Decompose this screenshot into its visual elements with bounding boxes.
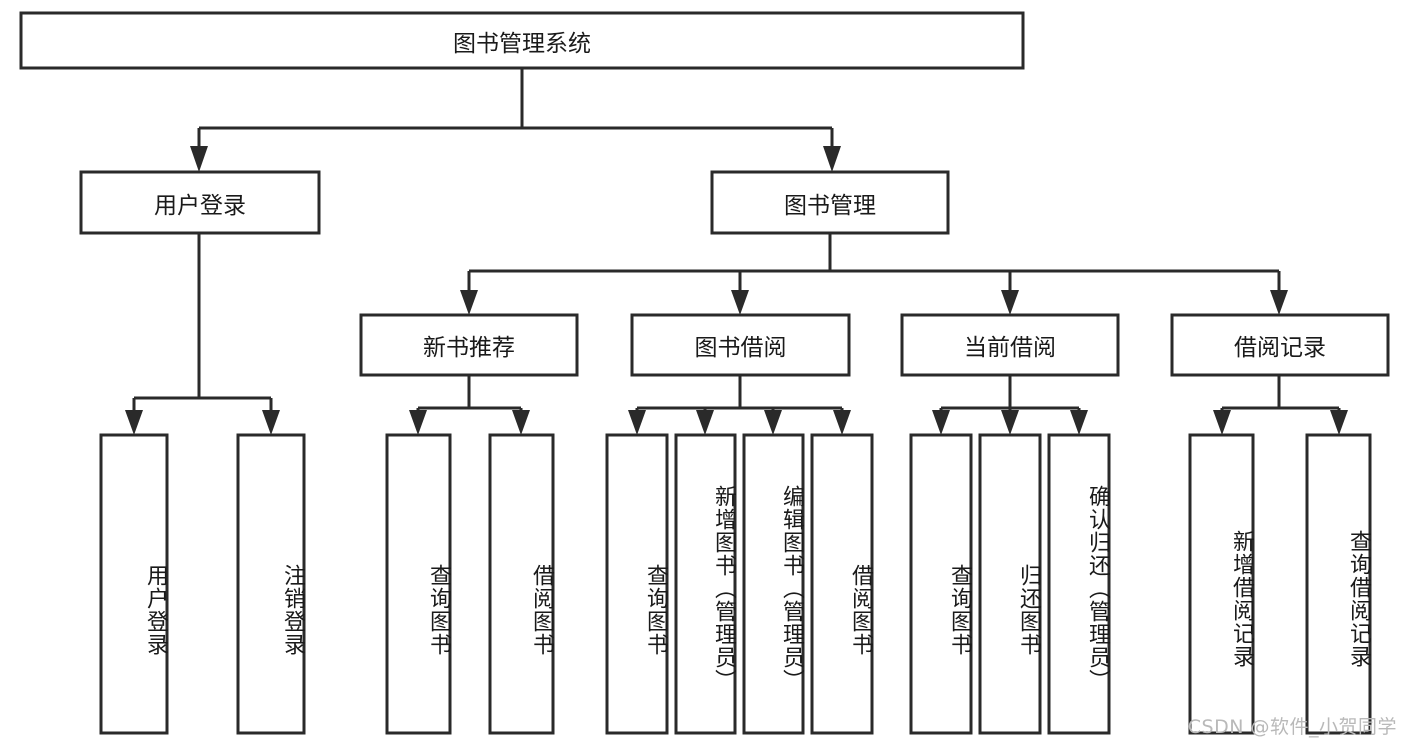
arrow-to-leaf-logout (262, 410, 280, 435)
leaf-box-user-login[interactable] (99, 433, 169, 735)
arrow-to-book-borrow (731, 290, 749, 315)
edge-book-manage-to-bus (467, 233, 1281, 292)
arrow-bb-leaf-2 (696, 410, 714, 435)
node-root-box[interactable] (19, 11, 1025, 70)
leaf-box-logout[interactable] (236, 433, 306, 735)
arrow-br-leaf-2 (1330, 410, 1348, 435)
edge-user-login-to-bus (132, 233, 273, 412)
edge-new-book-to-bus (416, 375, 523, 412)
leaf-box-bb-edit[interactable] (742, 433, 805, 735)
leaf-box-bb-add[interactable] (674, 433, 737, 735)
arrow-bb-leaf-4 (833, 410, 851, 435)
arrow-cb-leaf-2 (1001, 410, 1019, 435)
node-book-borrow-box[interactable] (630, 313, 851, 377)
csdn-watermark: CSDN @软件_小贺同学 (1187, 716, 1397, 738)
node-borrow-record-box[interactable] (1170, 313, 1390, 377)
node-book-manage-box[interactable] (710, 170, 950, 235)
leaf-box-cb-return[interactable] (978, 433, 1042, 735)
arrow-bb-leaf-3 (764, 410, 782, 435)
arrow-to-book-manage (823, 146, 841, 172)
edge-root-to-bus (197, 68, 834, 148)
arrow-to-leaf-user-login (125, 410, 143, 435)
edge-current-borrow-to-bus (939, 375, 1081, 412)
arrow-nb-leaf-1 (409, 410, 427, 435)
leaf-box-nb-borrow[interactable] (488, 433, 555, 735)
arrow-to-current-borrow (1001, 290, 1019, 315)
node-new-book-box[interactable] (359, 313, 579, 377)
leaf-box-cb-confirm[interactable] (1047, 433, 1111, 735)
arrow-br-leaf-1 (1213, 410, 1231, 435)
leaf-box-nb-query[interactable] (385, 433, 452, 735)
leaf-box-cb-query[interactable] (909, 433, 973, 735)
arrow-nb-leaf-2 (512, 410, 530, 435)
arrow-cb-leaf-1 (932, 410, 950, 435)
arrow-to-new-book (460, 290, 478, 315)
node-user-login-box[interactable] (79, 170, 321, 235)
leaf-box-bb-query[interactable] (605, 433, 669, 735)
node-current-borrow-box[interactable] (900, 313, 1120, 377)
leaf-box-br-add[interactable] (1188, 433, 1255, 735)
arrow-bb-leaf-1 (628, 410, 646, 435)
leaf-box-br-query[interactable] (1305, 433, 1372, 735)
arrow-cb-leaf-3 (1070, 410, 1088, 435)
arrow-to-borrow-record (1270, 290, 1288, 315)
arrow-to-user-login (190, 146, 208, 172)
edge-book-borrow-to-bus (635, 375, 844, 412)
leaf-box-bb-borrow[interactable] (810, 433, 874, 735)
edge-borrow-record-to-bus (1220, 375, 1341, 412)
